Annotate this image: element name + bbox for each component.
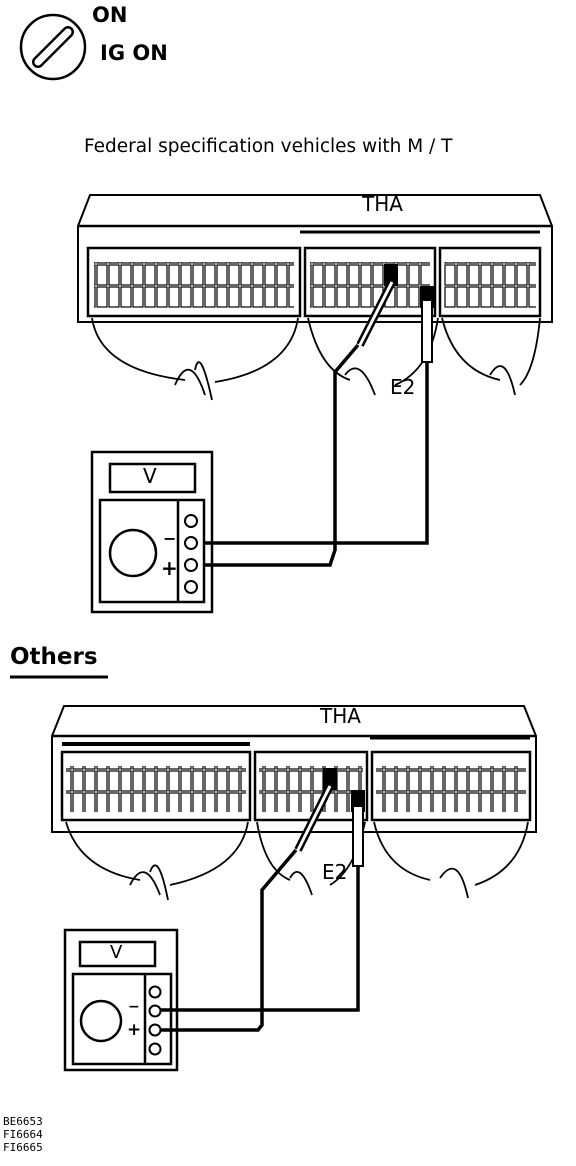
voltmeter-federal xyxy=(90,450,214,614)
others-heading: Others xyxy=(10,644,98,670)
others-tha-label: THA xyxy=(320,704,361,728)
federal-minus-label: − xyxy=(163,529,177,548)
probe-e2-others xyxy=(352,805,364,867)
others-minus-label: − xyxy=(128,999,140,1015)
connector-left-others xyxy=(60,750,252,822)
others-meter-label: V xyxy=(110,942,123,963)
others-e2-label: E2 xyxy=(322,860,348,884)
connector-right-others xyxy=(370,750,532,822)
figure-code: BE6653 xyxy=(3,1115,43,1128)
ecu-unit-others xyxy=(51,705,537,901)
voltmeter-others xyxy=(63,928,179,1072)
connector-right-federal xyxy=(438,246,542,318)
federal-tha-label: THA xyxy=(362,192,403,216)
probe-tha-others xyxy=(294,784,334,852)
ignition-key-icon xyxy=(19,13,87,81)
federal-meter-label: V xyxy=(143,464,157,488)
federal-caption: Federal specification vehicles with M / … xyxy=(84,136,453,157)
ignition-on-label: ON xyxy=(92,3,128,27)
figure-code: FI6664 xyxy=(3,1128,43,1141)
probe-tha-federal xyxy=(356,280,396,347)
federal-e2-label: E2 xyxy=(390,375,416,399)
connector-left-federal xyxy=(86,246,302,318)
ignition-ig-on-label: IG ON xyxy=(100,41,168,65)
others-plus-label: + xyxy=(127,1020,142,1040)
probe-e2-federal xyxy=(421,299,433,363)
connector-center-others xyxy=(253,750,369,822)
test-leads-federal xyxy=(205,343,429,567)
wire-harnesses-others xyxy=(65,821,529,901)
test-leads-others xyxy=(160,848,360,1032)
federal-plus-label: + xyxy=(161,556,178,580)
figure-codes: BE6653 FI6664 FI6665 xyxy=(3,1115,43,1154)
wire-harnesses-federal xyxy=(91,317,541,401)
ecu-unit-federal xyxy=(77,194,553,401)
figure-code: FI6665 xyxy=(3,1141,43,1154)
connector-center-federal xyxy=(303,246,437,318)
